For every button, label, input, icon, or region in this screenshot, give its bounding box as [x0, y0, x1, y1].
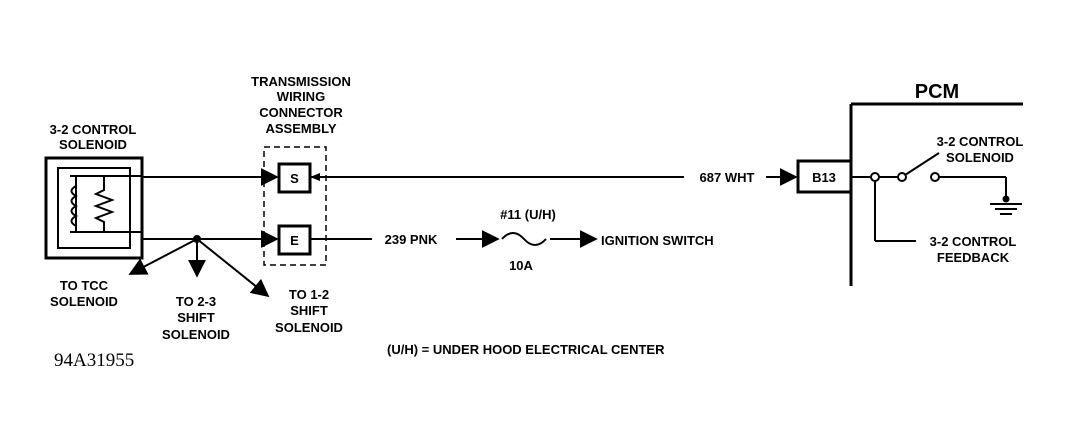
tcc-label-line1: TO TCC: [60, 278, 109, 293]
pcm-junction: [870, 172, 880, 182]
solenoid-box: [44, 156, 144, 260]
solenoid-inner-box: [57, 167, 131, 249]
wire-239-pnk-label: 239 PNK: [385, 232, 438, 247]
pin-e-label: E: [290, 233, 299, 248]
connector-dashed-outline: [263, 146, 327, 266]
shift12-label-line3: SOLENOID: [275, 320, 343, 335]
ignition-switch-label: IGNITION SWITCH: [601, 233, 714, 248]
switch-contact-left: [897, 172, 907, 182]
switch-contact-right: [930, 172, 940, 182]
figure-id: 94A31955: [54, 350, 134, 371]
shift12-label-line2: SHIFT: [290, 303, 328, 318]
connector-title-line2: WIRING: [277, 89, 325, 104]
legend-text: (U/H) = UNDER HOOD ELECTRICAL CENTER: [387, 342, 665, 357]
pcm-pin-b13-label: B13: [812, 170, 836, 185]
pcm-feedback-label-line2: FEEDBACK: [937, 250, 1010, 265]
tcc-label-line2: SOLENOID: [50, 294, 118, 309]
solenoid-component: [44, 156, 144, 260]
pcm-switch-label-line1: 3-2 CONTROL: [937, 134, 1024, 149]
pcm-feedback-label-line1: 3-2 CONTROL: [930, 234, 1017, 249]
solenoid-title-line1: 3-2 CONTROL: [50, 122, 137, 137]
resistor-icon: [76, 175, 115, 233]
fuse-icon: [501, 232, 547, 246]
shift23-label-line1: TO 2-3: [176, 294, 216, 309]
pin-s-label: S: [290, 171, 299, 186]
connector-title-line3: CONNECTOR: [259, 105, 343, 120]
connector-title-line1: TRANSMISSION: [251, 74, 351, 89]
solenoid-title-line2: SOLENOID: [59, 137, 127, 152]
wire-687-wht-label: 687 WHT: [700, 170, 755, 185]
ground-icon: [990, 203, 1022, 215]
switch-lever: [904, 152, 940, 176]
fuse-label: #11 (U/H): [500, 207, 556, 222]
shift23-label-line2: SHIFT: [177, 310, 215, 325]
pcm-switch-label-line2: SOLENOID: [946, 150, 1014, 165]
connector-title-line4: ASSEMBLY: [265, 121, 336, 136]
pcm-component: PCM B13: [796, 81, 1023, 286]
fuse-rating: 10A: [509, 258, 533, 273]
shift23-label-line3: SOLENOID: [162, 327, 230, 342]
pcm-title: PCM: [915, 81, 959, 103]
coil-icon: [70, 185, 79, 227]
branch-to-1-2: [196, 238, 270, 298]
coil-frame: [70, 175, 77, 233]
branch-to-tcc: [128, 238, 198, 275]
shift12-label-line1: TO 1-2: [289, 287, 329, 302]
